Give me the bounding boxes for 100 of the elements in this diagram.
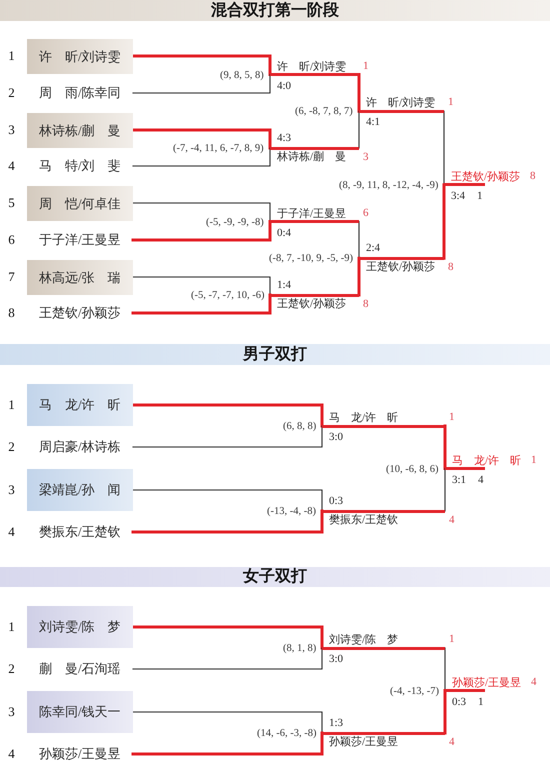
bracket-line xyxy=(132,626,324,650)
bracket-slot: 孙颖莎/王曼昱 xyxy=(445,676,522,692)
seed-number: 1 xyxy=(363,58,368,72)
seed-number: 4 xyxy=(7,523,16,541)
seed-number: 4 xyxy=(7,157,16,175)
bracket-line xyxy=(358,256,360,296)
seed-number: 2 xyxy=(7,84,16,102)
bracket-slot: 王楚钦/孙颖莎 xyxy=(444,170,522,186)
bracket-line xyxy=(132,294,272,314)
seed-number: 1 xyxy=(7,396,16,414)
player-box: 陈幸同/钱天一 xyxy=(27,691,133,733)
bracket-line xyxy=(132,425,323,448)
match-score: 3:4 xyxy=(451,188,466,203)
team-name: 马 特/刘 斐 xyxy=(39,157,133,175)
seed-number: 8 xyxy=(530,168,536,183)
bracket-slot: 于子洋/王曼昱 xyxy=(270,206,359,223)
seed-number: 1 xyxy=(7,618,16,636)
seed-number: 8 xyxy=(448,260,454,274)
game-scores: (-5, -7, -7, 10, -6) xyxy=(191,289,264,302)
game-scores: (8, -9, 11, 8, -12, -4, -9) xyxy=(339,178,438,192)
seed-number: 1 xyxy=(478,694,484,708)
seed-number: 4 xyxy=(449,513,454,527)
seed-number: 1 xyxy=(477,188,482,203)
seed-number: 8 xyxy=(363,297,368,311)
player-box: 梁靖崑/孙 闻 xyxy=(27,469,133,511)
match-score: 4:3 xyxy=(277,131,292,145)
bracket-slot: 王楚钦/孙颖莎 xyxy=(270,294,359,311)
bracket-line xyxy=(444,468,446,512)
game-scores: (8, 1, 8) xyxy=(283,642,316,655)
seed-number: 6 xyxy=(7,231,16,249)
match-score: 4:1 xyxy=(366,115,380,130)
seed-number: 5 xyxy=(7,194,16,212)
bracket-line xyxy=(132,711,323,734)
seed-number: 2 xyxy=(7,438,16,456)
game-scores: (6, 8, 8) xyxy=(283,420,316,433)
bracket-line xyxy=(132,220,272,242)
bracket-line xyxy=(132,74,271,94)
seed-number: 6 xyxy=(363,206,368,220)
match-score: 0:3 xyxy=(452,694,466,708)
match-score: 4:0 xyxy=(277,78,292,92)
match-score: 0:3 xyxy=(329,494,344,508)
bracket-line xyxy=(132,732,324,756)
bracket-slot: 王楚钦/孙颖莎 xyxy=(359,256,444,274)
bracket-line xyxy=(442,183,446,260)
bracket-line xyxy=(358,110,360,149)
match-score: 1:4 xyxy=(277,278,292,292)
team-name: 蒯 曼/石洵瑶 xyxy=(39,660,133,678)
seed-number: 1 xyxy=(449,410,454,424)
match-score: 1:3 xyxy=(329,716,344,730)
bracket-line xyxy=(132,202,271,222)
team-name: 周启豪/林诗栋 xyxy=(39,438,133,456)
team-name: 于子洋/王曼昱 xyxy=(39,231,133,249)
game-scores: (10, -6, 8, 6) xyxy=(386,462,438,476)
bracket-line xyxy=(358,73,360,113)
seed-number: 3 xyxy=(7,703,16,721)
match-score: 3:0 xyxy=(329,430,344,444)
game-scores: (9, 8, 5, 8) xyxy=(220,68,264,82)
seed-number: 8 xyxy=(7,304,16,322)
bracket-line xyxy=(132,128,272,150)
bracket-slot: 林诗栋/蒯 曼 xyxy=(270,146,359,164)
seed-number: 4 xyxy=(531,674,536,688)
bracket-line xyxy=(443,110,445,186)
seed-number: 4 xyxy=(449,735,454,749)
team-name: 孙颖莎/王曼昱 xyxy=(39,745,133,763)
player-box: 马 龙/许 昕 xyxy=(27,384,133,426)
seed-number: 3 xyxy=(7,481,16,499)
game-scores: (-13, -4, -8) xyxy=(267,505,316,518)
seed-number: 7 xyxy=(7,268,16,286)
bracket-line xyxy=(444,424,446,470)
player-box: 刘诗雯/陈 梦 xyxy=(27,606,133,648)
seed-number: 1 xyxy=(449,632,454,646)
bracket-line xyxy=(444,647,446,692)
team-name: 王楚钦/孙颖莎 xyxy=(39,304,133,322)
bracket-slot: 樊振东/王楚钦 xyxy=(322,510,445,527)
match-score: 2:4 xyxy=(366,241,380,256)
bracket-line xyxy=(358,220,360,259)
bracket-slot: 许 昕/刘诗雯 xyxy=(270,60,359,76)
seed-number: 4 xyxy=(7,745,16,763)
bracket-slot: 许 昕/刘诗雯 xyxy=(359,96,444,113)
bracket-slot: 马 龙/许 昕 xyxy=(445,454,522,470)
player-box: 林诗栋/蒯 曼 xyxy=(27,112,133,148)
bracket-slot: 孙颖莎/王曼昱 xyxy=(322,732,445,749)
seed-number: 3 xyxy=(363,150,368,164)
bracket-line xyxy=(132,276,271,296)
bracket-line xyxy=(132,147,271,167)
bracket-slot: 刘诗雯/陈 梦 xyxy=(322,633,445,650)
bracket-line xyxy=(132,54,272,76)
team-name: 樊振东/王楚钦 xyxy=(39,523,133,541)
seed-number: 1 xyxy=(7,47,16,65)
match-score: 0:4 xyxy=(277,226,292,240)
bracket-slot: 马 龙/许 昕 xyxy=(322,411,445,428)
seed-number: 1 xyxy=(448,95,454,110)
bracket-line xyxy=(132,489,323,512)
game-scores: (14, -6, -3, -8) xyxy=(257,727,316,740)
seed-number: 2 xyxy=(7,660,16,678)
bracket-line xyxy=(132,510,324,534)
seed-number: 1 xyxy=(531,452,536,466)
bracket-line xyxy=(132,404,324,428)
seed-number: 3 xyxy=(7,121,16,139)
match-score: 3:0 xyxy=(329,652,344,666)
